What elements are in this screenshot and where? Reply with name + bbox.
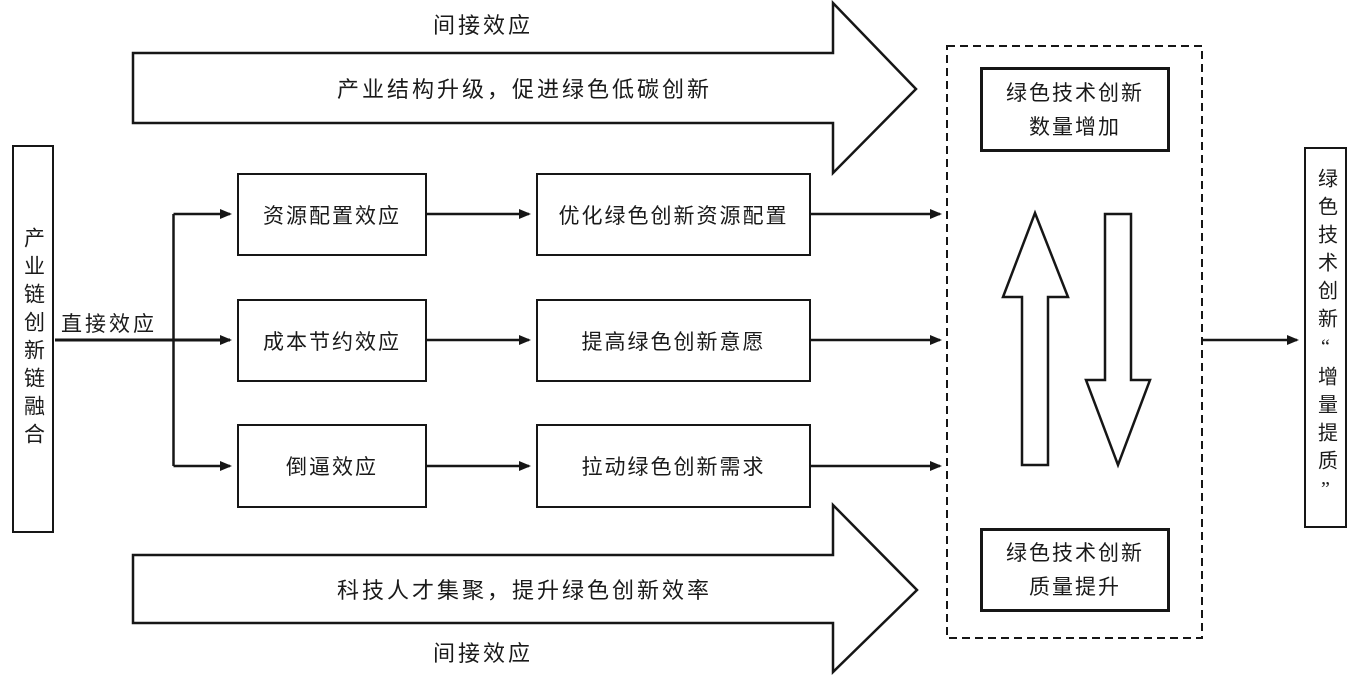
- down-block-arrow: [1084, 212, 1152, 469]
- outcome-box-pull-demand: 拉动绿色创新需求: [536, 424, 811, 508]
- right-node-text: 绿色技术创新“增量提质”: [1314, 167, 1337, 508]
- effect-box-cost-saving: 成本节约效应: [237, 299, 427, 382]
- outcome-box-optimize-resource: 优化绿色创新资源配置: [536, 173, 811, 256]
- outcome-box-raise-willingness: 提高绿色创新意愿: [536, 299, 811, 382]
- top-indirect-effect-label: 间接效应: [432, 13, 533, 38]
- quality-improve-line1: 绿色技术创新: [1006, 541, 1144, 565]
- quantity-increase-box: 绿色技术创新 数量增加: [980, 67, 1170, 152]
- top-arrow-text: 产业结构升级，促进绿色低碳创新: [336, 77, 712, 102]
- top-block-arrow: [131, 0, 918, 177]
- right-node-green-tech-innovation: 绿色技术创新“增量提质”: [1304, 147, 1347, 528]
- up-block-arrow: [1001, 209, 1070, 467]
- effect-box-forcing: 倒逼效应: [237, 424, 427, 508]
- bottom-indirect-effect-label: 间接效应: [432, 641, 533, 666]
- direct-effect-label: 直接效应: [61, 312, 157, 336]
- left-node-industry-chain-fusion: 产业链创新链融合: [12, 145, 54, 533]
- quantity-increase-line1: 绿色技术创新: [1006, 80, 1144, 105]
- left-node-text: 产业链创新链融合: [21, 227, 46, 451]
- dashed-group-border: [946, 45, 1203, 639]
- quality-improve-text: 绿色技术创新 质量提升: [1006, 536, 1144, 604]
- quantity-increase-line2: 数量增加: [1029, 114, 1121, 139]
- bottom-arrow-text: 科技人才集聚，提升绿色创新效率: [336, 578, 712, 603]
- bottom-block-arrow: [131, 501, 919, 675]
- quantity-increase-text: 绿色技术创新 数量增加: [1006, 76, 1144, 144]
- quality-improve-line2: 质量提升: [1029, 575, 1121, 599]
- effect-box-resource-allocation: 资源配置效应: [237, 173, 427, 256]
- quality-improve-box: 绿色技术创新 质量提升: [980, 528, 1170, 612]
